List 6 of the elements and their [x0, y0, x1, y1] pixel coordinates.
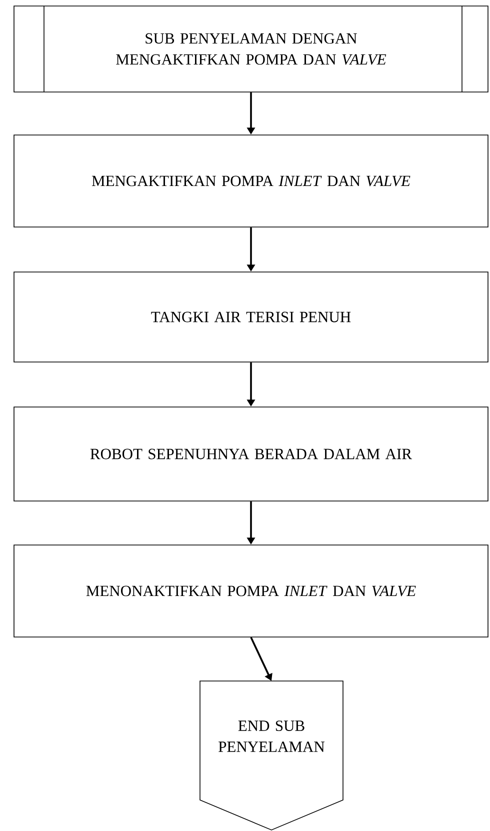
offpage-connector: END SUB PENYELAMAN [200, 680, 344, 830]
subprocess-box: SUB PENYELAMAN DENGAN MENGAKTIFKAN POMPA DAN VALVE [14, 6, 488, 92]
process-box: ROBOT SEPENUHNYA BERADA DALAM AIR [14, 406, 488, 502]
process-box: MENONAKTIFKAN POMPA INLET DAN VALVE [14, 544, 488, 638]
process-box: TANGKI AIR TERISI PENUH [14, 272, 488, 362]
process-box: MENGAKTIFKAN POMPA INLET DAN VALVE [14, 134, 488, 228]
